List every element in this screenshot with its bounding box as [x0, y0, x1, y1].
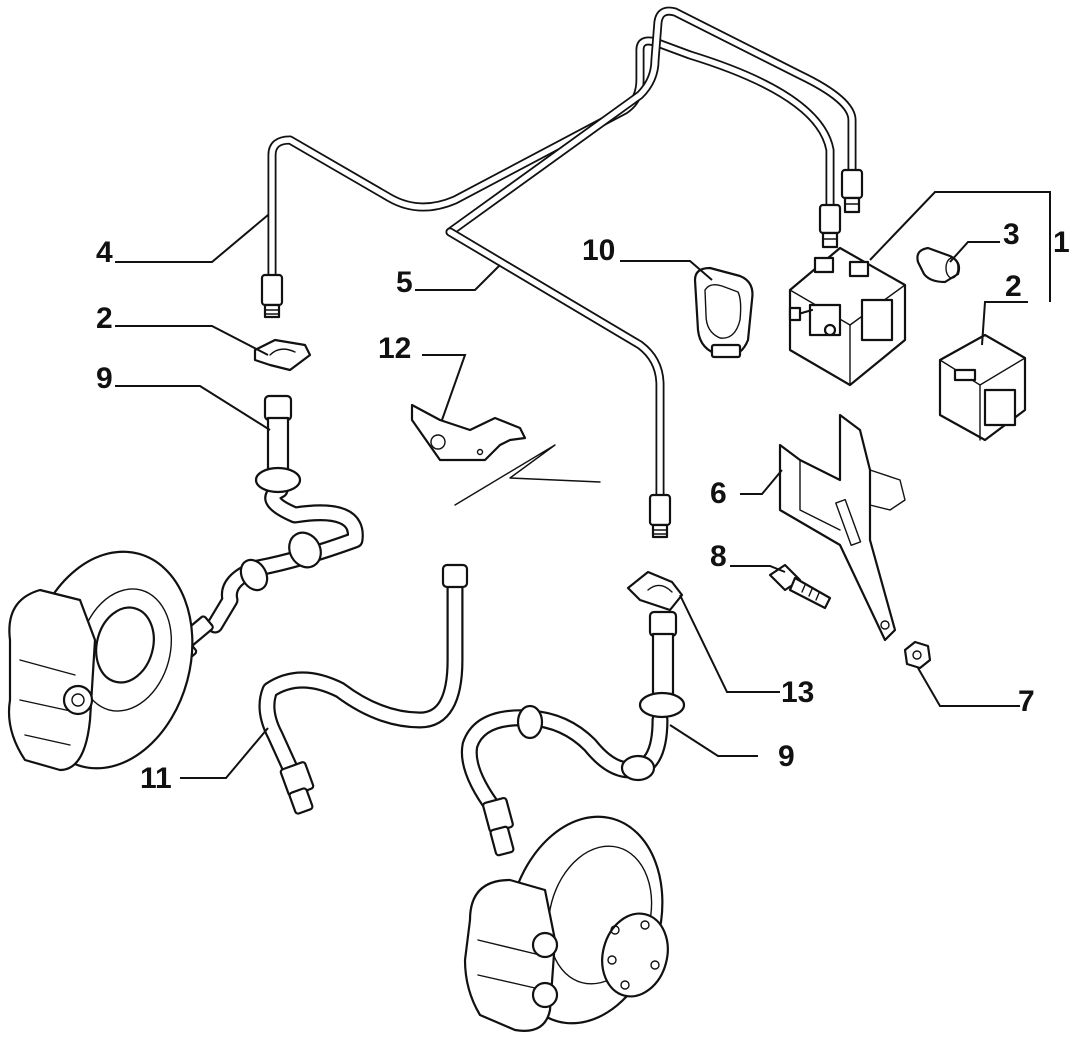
cap-plug	[916, 246, 961, 284]
grommet	[693, 266, 754, 359]
mounting-bracket	[778, 413, 906, 642]
callout-2-left: 2	[96, 302, 113, 335]
callout-9-left: 9	[96, 362, 113, 395]
nut	[903, 640, 932, 670]
brake-disc-right	[463, 815, 669, 1032]
pipe-fitting-modulator-a	[818, 203, 842, 249]
callout-8: 8	[710, 540, 727, 573]
flex-hose-9-left	[170, 394, 364, 664]
brake-disc-left	[7, 550, 194, 772]
callout-9-right: 9	[778, 740, 795, 773]
flex-hose-11	[258, 563, 469, 815]
brake-pipe-4	[267, 36, 835, 283]
callout-2-right: 2	[1005, 270, 1022, 303]
small-bracket	[410, 403, 527, 462]
callout-12: 12	[378, 332, 411, 365]
connector-block	[938, 333, 1027, 442]
leader-lines	[115, 191, 1051, 779]
callout-4: 4	[96, 236, 113, 269]
bolt	[768, 563, 832, 610]
control-unit	[788, 246, 907, 387]
retaining-clip-left	[253, 338, 312, 372]
flex-hose-9-right	[460, 610, 686, 857]
pipe-fitting-center	[648, 493, 672, 539]
callout-labels: 1 3 2 4 5 2 9 10 12 6 8 7 13 9 11	[96, 218, 1070, 795]
break-mark	[454, 444, 601, 506]
callout-13: 13	[781, 676, 814, 709]
brake-pipe-1-feed	[445, 6, 857, 237]
pipe-fitting-modulator-b	[840, 168, 864, 214]
retaining-clip-center	[626, 570, 684, 612]
brake-pipe-5	[445, 227, 665, 505]
callout-11: 11	[140, 762, 172, 795]
callout-1: 1	[1053, 226, 1070, 259]
callout-3: 3	[1003, 218, 1020, 251]
callout-5: 5	[396, 266, 413, 299]
pipe-fitting-left	[260, 273, 284, 319]
callout-6: 6	[710, 477, 727, 510]
callout-10: 10	[582, 234, 615, 267]
callout-7: 7	[1018, 685, 1035, 718]
